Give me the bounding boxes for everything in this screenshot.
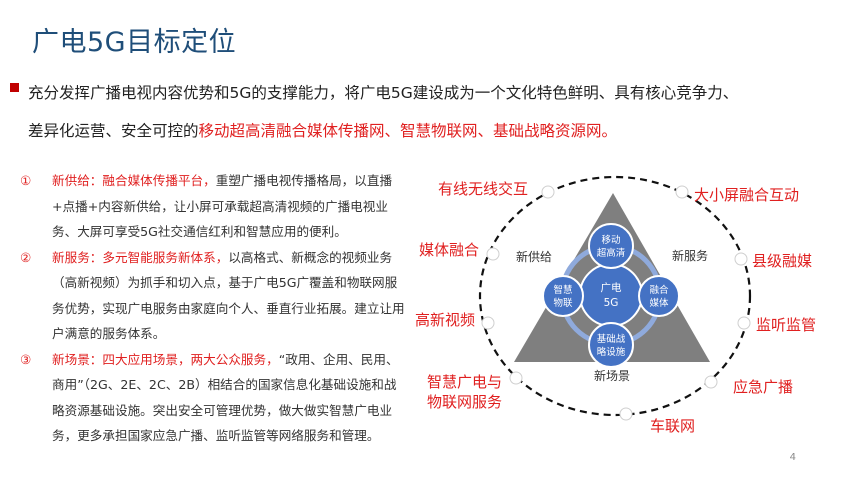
ring-label: 车联网 <box>650 417 695 435</box>
item-head: 新供给：融合媒体传播平台， <box>52 173 216 188</box>
ring-dot <box>737 316 751 330</box>
outer-dashed-ring <box>478 175 752 417</box>
bullet-square-icon <box>10 83 19 92</box>
intro-highlight: 移动超高清融合媒体传播网、智慧物联网、基础战略资源网。 <box>198 122 618 140</box>
bottom-node-label-1: 基础战 <box>597 333 626 345</box>
ring-dot <box>486 247 500 261</box>
bottom-node-label-2: 略设施 <box>597 346 626 358</box>
ring-label: 智慧广电与 <box>427 373 502 391</box>
intro-paragraph: 充分发挥广播电视内容优势和5G的支撑能力，将广电5G建设成为一个文化特色鲜明、具… <box>28 74 828 150</box>
intro-line-2: 差异化运营、安全可控的移动超高清融合媒体传播网、智慧物联网、基础战略资源网。 <box>28 112 828 150</box>
list-item: ① 新供给：融合媒体传播平台，重塑广播电视传播格局，以直播+点播+内容新供给，让… <box>20 168 408 245</box>
right-node-label-1: 融合 <box>649 284 669 296</box>
center-node-label-1: 广电 <box>601 281 622 294</box>
item-head: 新场景：四大应用场景，两大公众服务， <box>52 351 279 367</box>
right-node <box>638 275 680 317</box>
left-node-label-1: 智慧 <box>553 284 573 296</box>
ring-label: 媒体融合 <box>419 241 479 259</box>
ring-label: 大小屏融合互动 <box>694 186 799 204</box>
center-node-label-2: 5G <box>604 297 619 309</box>
intro-line-1: 充分发挥广播电视内容优势和5G的支撑能力，将广电5G建设成为一个文化特色鲜明、具… <box>28 84 739 102</box>
ring-dot <box>509 371 523 385</box>
intro-line-2-prefix: 差异化运营、安全可控的 <box>28 122 199 140</box>
ring-label: 应急广播 <box>733 378 793 396</box>
list-item: ② 新服务：多元智能服务新体系，以高格式、新概念的视频业务（高新视频）为抓手和切… <box>20 245 408 347</box>
center-node <box>579 263 643 327</box>
ring-dot <box>619 407 633 421</box>
left-node <box>542 275 584 317</box>
top-node-label-2: 超高清 <box>597 247 626 259</box>
bottom-node <box>588 322 634 368</box>
item-body: 重塑广播电视传播格局，以直播+点播+内容新供给，让小屏可承载超高清视频的广播电视… <box>52 173 393 239</box>
ring-dot <box>675 185 689 199</box>
item-body: “政用、企用、民用、商用”（2G、2E、2C、2B）相结合的国家信息化基础设施和… <box>52 351 399 444</box>
item-head: 新服务：多元智能服务新体系， <box>52 249 229 265</box>
item-body: 以高格式、新概念的视频业务（高新视频）为抓手和切入点，基于广电5G广覆盖和物联网… <box>52 249 405 342</box>
side-label-service: 新服务 <box>672 248 708 263</box>
ring-label: 物联网服务 <box>427 393 502 411</box>
ring-dot <box>734 252 748 266</box>
ring-label: 监听监管 <box>756 316 816 334</box>
ring-label: 有线无线交互 <box>438 180 528 198</box>
item-number: ② <box>20 249 32 265</box>
page-title: 广电5G目标定位 <box>32 27 237 58</box>
top-node <box>588 223 634 269</box>
ring-label: 县级融媒 <box>752 252 812 270</box>
list-item: ③ 新场景：四大应用场景，两大公众服务，“政用、企用、民用、商用”（2G、2E、… <box>20 347 408 449</box>
side-label-scenario: 新场景 <box>594 368 630 383</box>
top-node-label-1: 移动 <box>601 234 620 246</box>
side-label-supply: 新供给 <box>516 249 552 264</box>
ring-dot <box>704 375 718 389</box>
positioning-list: ① 新供给：融合媒体传播平台，重塑广播电视传播格局，以直播+点播+内容新供给，让… <box>20 168 408 449</box>
item-number: ① <box>20 173 32 188</box>
item-number: ③ <box>20 351 32 367</box>
ring-dot <box>541 185 555 199</box>
ring-dots <box>481 185 751 421</box>
page-number: 4 <box>789 452 796 463</box>
right-node-label-2: 媒体 <box>649 297 669 309</box>
ring-dot <box>481 316 495 330</box>
left-node-label-2: 物联 <box>553 297 573 309</box>
ring-label: 高新视频 <box>415 311 475 329</box>
